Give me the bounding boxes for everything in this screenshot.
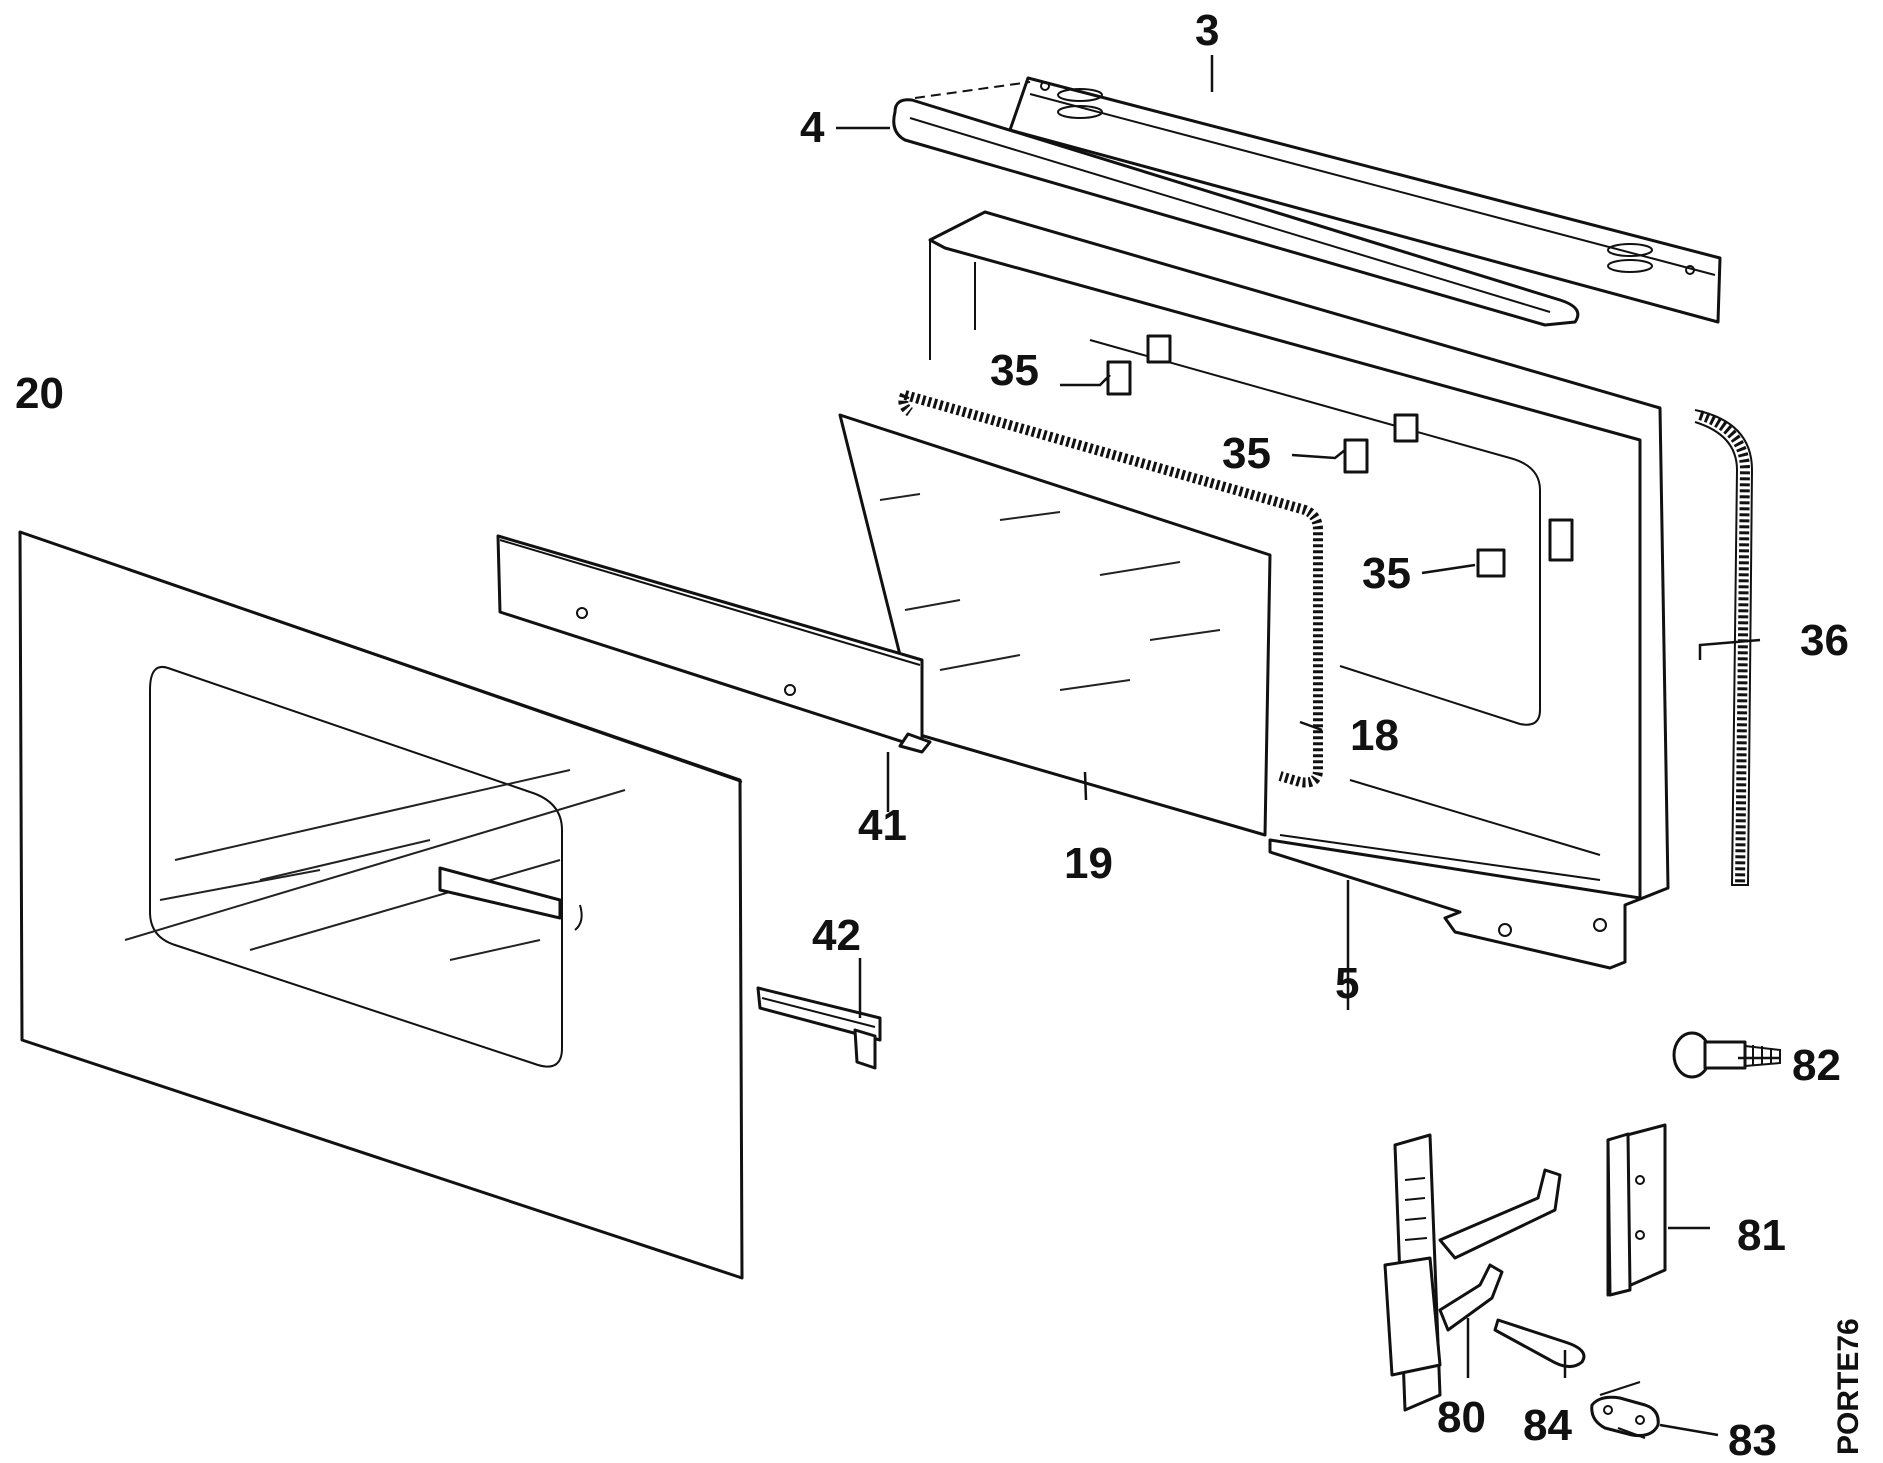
- callout-42: 42: [812, 911, 861, 960]
- part-inner-glass: [838, 413, 1272, 837]
- callout-84: 84: [1523, 1401, 1572, 1450]
- part-clip-a: [1106, 334, 1172, 396]
- part-clip-b: [1343, 413, 1419, 474]
- part-outer-door: [18, 530, 744, 1280]
- callout-41: 41: [858, 801, 907, 850]
- part-lower-rail: [756, 986, 882, 1070]
- part-handle-bar: [892, 81, 1580, 327]
- part-stud-plate: [1590, 1381, 1660, 1439]
- callout-80: 80: [1437, 1393, 1486, 1442]
- callout-35-b: 35: [1222, 429, 1271, 478]
- callout-36: 36: [1800, 616, 1849, 665]
- callout-4: 4: [800, 103, 825, 152]
- callout-35-a: 35: [990, 346, 1039, 395]
- part-pin: [1493, 1318, 1586, 1368]
- callouts: 3 4 20 35 35 35 36 18 41 19 42 5 82 81 8…: [15, 6, 1865, 1463]
- part-screw: [1672, 1031, 1781, 1079]
- callout-3: 3: [1195, 6, 1219, 55]
- callout-19: 19: [1064, 839, 1113, 888]
- part-trim-strip: [496, 534, 932, 754]
- part-back-frame: [928, 210, 1670, 970]
- callout-82: 82: [1792, 1041, 1841, 1090]
- part-hinge-bracket: [1606, 1123, 1667, 1297]
- part-clip-c: [1476, 518, 1574, 578]
- part-top-rail: [1008, 76, 1722, 324]
- callout-83: 83: [1728, 1416, 1777, 1463]
- part-side-seal: [1694, 409, 1754, 886]
- part-gasket: [898, 390, 1323, 788]
- drawing-code: PORTE76: [1832, 1318, 1865, 1455]
- callout-81: 81: [1737, 1211, 1786, 1260]
- callout-18: 18: [1350, 711, 1399, 760]
- part-hinge: [1383, 1133, 1562, 1412]
- leader-lines: [836, 55, 1780, 1437]
- callout-20: 20: [15, 369, 64, 418]
- callout-35-c: 35: [1362, 549, 1411, 598]
- callout-5: 5: [1335, 959, 1359, 1008]
